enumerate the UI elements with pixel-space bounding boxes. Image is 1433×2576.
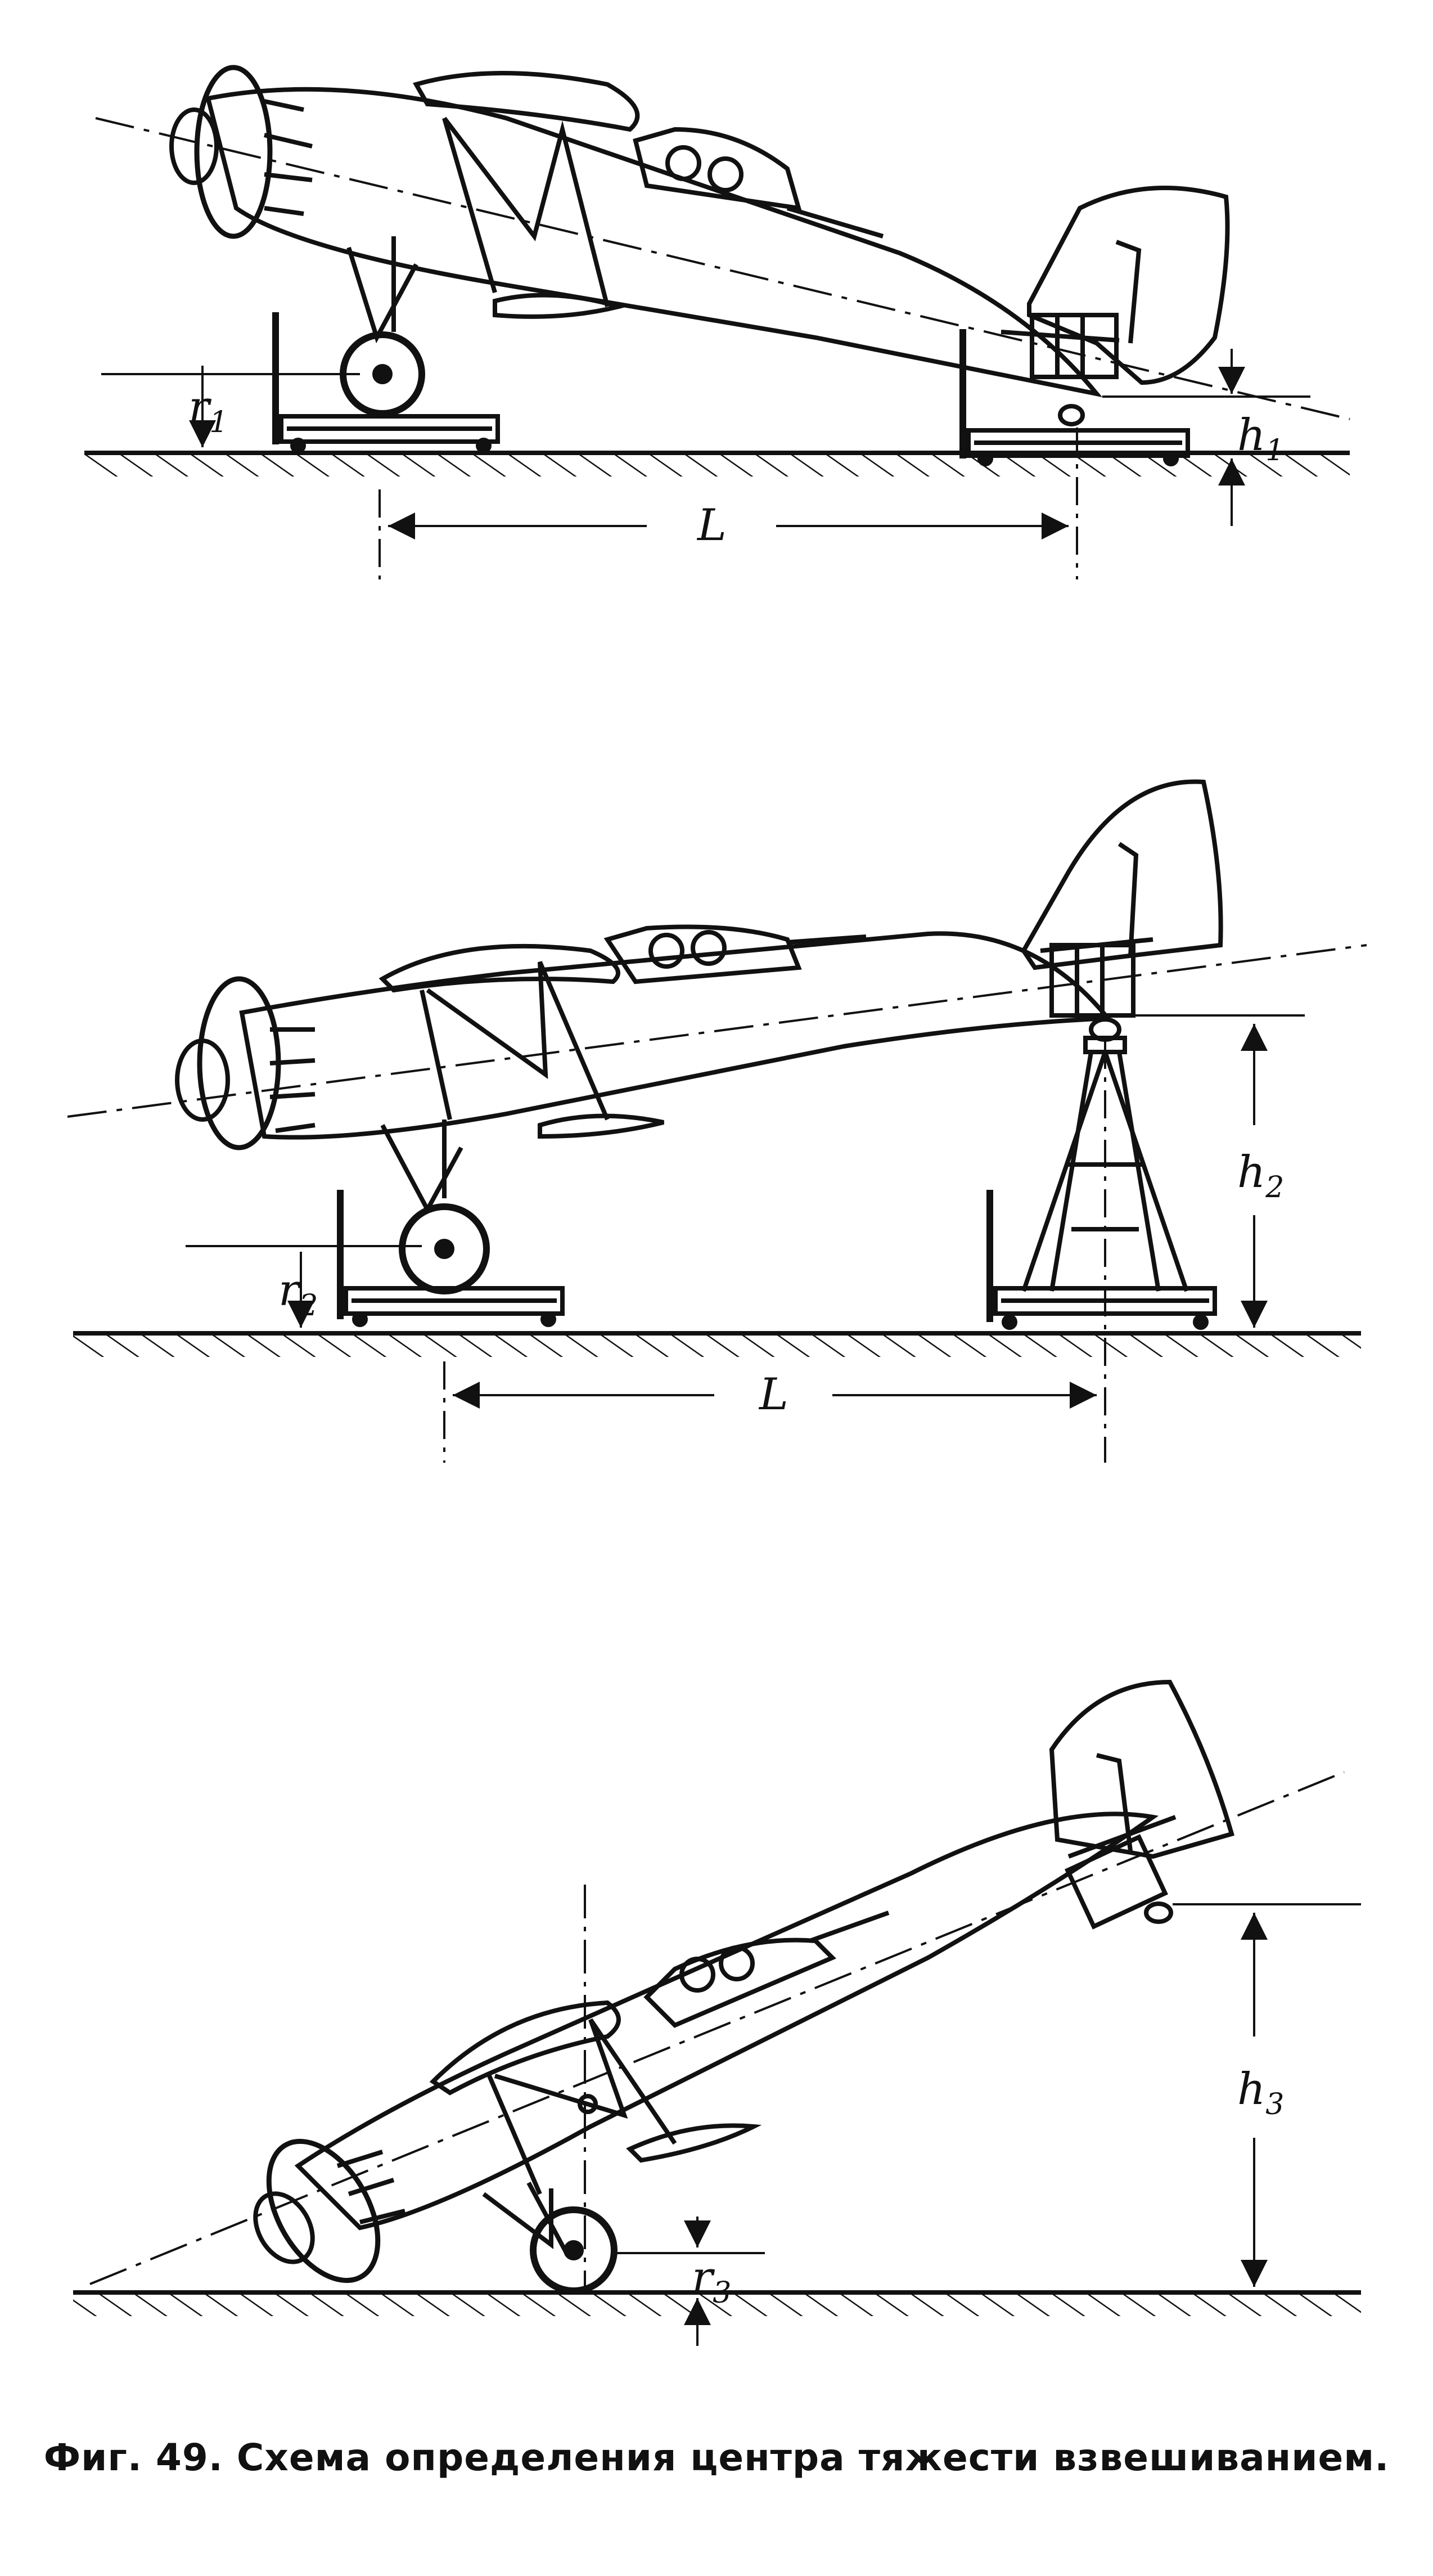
- thrust-axis-2: [67, 944, 1367, 1118]
- figure-caption: Фиг. 49. Схема определения центра тяжест…: [43, 2436, 1390, 2479]
- thrust-axis-3: [89, 1771, 1345, 2285]
- dimensions-2: [186, 1014, 1305, 1463]
- panel-1-h-label: h1: [1237, 410, 1284, 467]
- panel-3-r-label: r3: [692, 2253, 731, 2310]
- panel-1-level-weighing: [84, 65, 1350, 579]
- panel-2-L-label: L: [758, 1369, 788, 1420]
- ground-3: [73, 2290, 1361, 2316]
- thrust-axis-1: [95, 117, 1350, 420]
- ground-2: [73, 1331, 1361, 1357]
- front-scale-1: [272, 312, 500, 453]
- dimensions-3: [616, 1903, 1361, 2346]
- airplane-2: [175, 779, 1223, 1294]
- panel-2-r-label: r2: [278, 1265, 318, 1323]
- airplane-1: [169, 65, 1230, 426]
- panel-1-r-label: r1: [188, 382, 228, 439]
- panel-3-h-label: h3: [1237, 2064, 1284, 2121]
- panel-1-L-label: L: [696, 500, 727, 551]
- panel-2-h-label: h2: [1237, 1147, 1284, 1204]
- panel-2-tail-raised-weighing: [67, 779, 1367, 1463]
- dimensions-1: [101, 349, 1310, 579]
- rear-scale-2: [986, 1190, 1217, 1330]
- airplane-3: [253, 1679, 1234, 2294]
- panel-3-steep-tail-up: [73, 1679, 1361, 2346]
